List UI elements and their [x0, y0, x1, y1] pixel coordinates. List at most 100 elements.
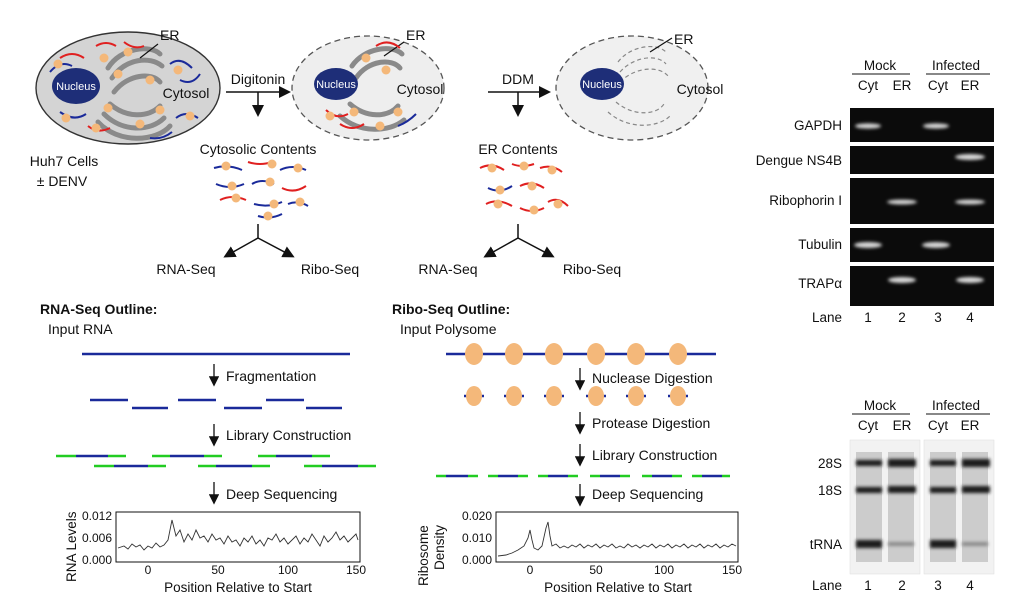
gel-col-cyt: Cyt	[858, 418, 878, 433]
gel-infected-label: Infected	[932, 398, 980, 413]
infection-label: ± DENV	[37, 173, 88, 189]
rna-outline-title: RNA-Seq Outline:	[40, 301, 157, 317]
cytosolic-contents-label: Cytosolic Contents	[200, 141, 317, 157]
wb-col-cyt: Cyt	[928, 78, 948, 93]
ribo-outline-title: Ribo-Seq Outline:	[392, 301, 510, 317]
gel-lane-number: 4	[966, 578, 974, 593]
rna-levels-plot: RNA Levels 0.012 0.006 0.000 0 50 100 15…	[64, 509, 366, 595]
cyt-ribo-seq-label: Ribo-Seq	[301, 261, 359, 277]
rna-xtick: 150	[346, 563, 366, 577]
wb-lane-number: 3	[934, 310, 942, 325]
rna-ytick: 0.012	[82, 509, 112, 523]
er-rna-seq-label: RNA-Seq	[418, 261, 477, 277]
ribo-xtick: 0	[527, 563, 534, 577]
wb-row-ribophorin: Ribophorin I	[769, 193, 842, 208]
cytosol-label-2: Cytosol	[397, 81, 444, 97]
rna-library	[56, 454, 376, 468]
cell-permeabilized: Nucleus Cytosol ER	[291, 27, 445, 141]
er-contents: ER Contents RNA-Seq Ribo-Seq	[418, 141, 621, 277]
wb-infected-label: Infected	[932, 58, 980, 73]
ddm-step: DDM	[488, 71, 551, 117]
ribo-plot-ylabel-2: Density	[432, 525, 447, 570]
ribo-xtick: 150	[722, 563, 742, 577]
ddm-label: DDM	[502, 71, 534, 87]
er-label-3: ER	[674, 31, 693, 47]
wb-lane-label: Lane	[812, 310, 842, 325]
rna-trace	[117, 519, 359, 551]
wb-col-cyt: Cyt	[858, 78, 878, 93]
rna-xtick: 100	[278, 563, 298, 577]
ribo-ytick: 0.010	[462, 531, 492, 545]
cytosol-label: Cytosol	[163, 85, 210, 101]
wb-col-er: ER	[961, 78, 980, 93]
cell-ribosomes	[53, 47, 195, 133]
wb-bands	[854, 123, 985, 283]
digitonin-step: Digitonin	[226, 71, 291, 117]
ribo-ytick: 0.000	[462, 553, 492, 567]
deep-sequencing-label: Deep Sequencing	[226, 486, 337, 502]
fragmentation-label: Fragmentation	[226, 368, 316, 384]
wb-strips	[850, 108, 994, 306]
ribo-plot-xlabel: Position Relative to Start	[544, 580, 692, 595]
gel-lane-number: 2	[898, 578, 906, 593]
rna-xtick: 50	[211, 563, 225, 577]
ribo-xtick: 100	[654, 563, 674, 577]
nucleus-label: Nucleus	[56, 81, 96, 93]
cyt-rna-seq-label: RNA-Seq	[156, 261, 215, 277]
ribo-trace	[497, 521, 737, 557]
ribo-seq-outline: Ribo-Seq Outline: Input Polysome Nucleas…	[392, 301, 730, 507]
cell-ddm-treated: Nucleus Cytosol ER	[555, 31, 724, 141]
rna-gel-panel: Mock Infected Cyt ER Cyt ER 28S 18S tRNA…	[810, 398, 995, 593]
gel-col-er: ER	[893, 418, 912, 433]
cytosol-label-3: Cytosol	[677, 81, 724, 97]
er-ribo-seq-label: Ribo-Seq	[563, 261, 621, 277]
nucleus-label-3: Nucleus	[582, 79, 622, 91]
wb-row-trapa: TRAPα	[798, 276, 842, 291]
gel-lane-label: Lane	[812, 578, 842, 593]
ribo-library-construction-label: Library Construction	[592, 447, 717, 463]
gel-col-cyt: Cyt	[928, 418, 948, 433]
wb-row-gapdh: GAPDH	[794, 118, 842, 133]
wb-row-ns4b: Dengue NS4B	[756, 153, 842, 168]
gel-col-er: ER	[961, 418, 980, 433]
gel-band-18s: 18S	[818, 483, 842, 498]
cell-whole: Nucleus Cytosol ER Huh7 Cells ± DENV	[30, 27, 221, 189]
cytosolic-contents: Cytosolic Contents RNA-Seq Ribo-Seq	[156, 141, 359, 277]
nuclease-digestion-label: Nuclease Digestion	[592, 370, 713, 386]
ribo-deep-sequencing-label: Deep Sequencing	[592, 486, 703, 502]
rna-plot-xlabel: Position Relative to Start	[164, 580, 312, 595]
ribo-ytick: 0.020	[462, 509, 492, 523]
gel-band-28s: 28S	[818, 456, 842, 471]
library-construction-label: Library Construction	[226, 427, 351, 443]
wb-mock-label: Mock	[864, 58, 897, 73]
rna-plot-ylabel: RNA Levels	[64, 511, 79, 582]
gel-lane-number: 3	[934, 578, 942, 593]
er-label: ER	[160, 27, 179, 43]
ribosome-density-plot: Ribosome Density 0.020 0.010 0.000 0 50 …	[416, 509, 742, 595]
cell-line-label: Huh7 Cells	[30, 153, 98, 169]
gel-lane-number: 1	[864, 578, 872, 593]
rna-seq-outline: RNA-Seq Outline: Input RNA Fragmentation…	[40, 301, 376, 505]
wb-lane-number: 1	[864, 310, 872, 325]
protected-fragments	[464, 386, 688, 406]
wb-lane-number: 4	[966, 310, 974, 325]
western-blot-panel: Mock Infected Cyt ER Cyt ER GAPDH Dengue…	[756, 58, 994, 325]
wb-lane-number: 2	[898, 310, 906, 325]
rna-xtick: 0	[145, 563, 152, 577]
er-label-2: ER	[406, 27, 425, 43]
rna-ytick: 0.006	[82, 531, 112, 545]
gel-bands	[856, 459, 990, 548]
gel-mock-label: Mock	[864, 398, 897, 413]
rna-ytick: 0.000	[82, 553, 112, 567]
rna-fragments	[90, 398, 342, 410]
protease-digestion-label: Protease Digestion	[592, 415, 710, 431]
er-contents-label: ER Contents	[478, 141, 557, 157]
ribo-plot-ylabel-1: Ribosome	[416, 525, 431, 586]
ribo-xtick: 50	[589, 563, 603, 577]
digitonin-label: Digitonin	[231, 71, 285, 87]
wb-col-er: ER	[893, 78, 912, 93]
nucleus-label-2: Nucleus	[316, 79, 356, 91]
polysome-ribosomes	[465, 343, 687, 365]
ribo-input-label: Input Polysome	[400, 321, 497, 337]
